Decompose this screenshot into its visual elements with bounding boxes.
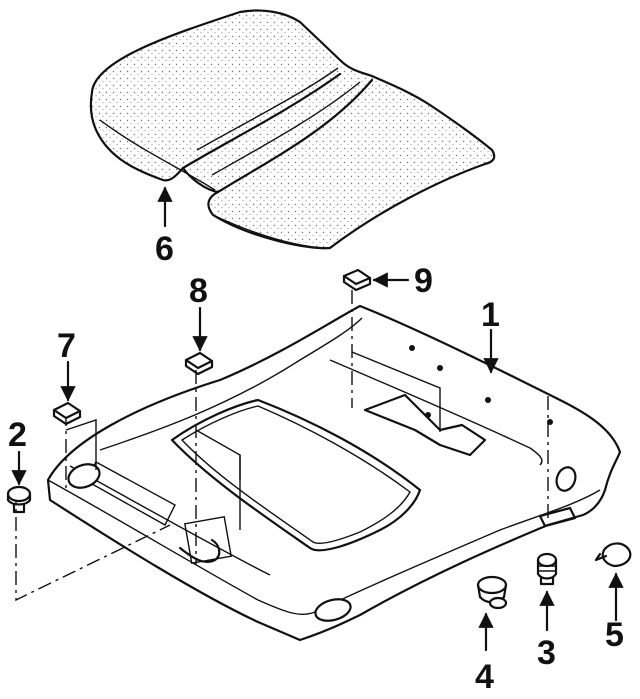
part-7-pad [52,360,82,426]
part-8-bumper [184,306,214,376]
callout-9: 9 [414,262,433,300]
hood-panel [46,304,622,642]
callout-4: 4 [475,658,494,696]
part-2-clip [6,450,32,514]
callout-3: 3 [537,634,556,672]
callout-6: 6 [155,230,174,268]
callout-5: 5 [605,616,624,654]
callout-2: 2 [8,416,27,454]
callout-7: 7 [57,327,76,365]
part-3-grommet [536,552,558,632]
callout-8: 8 [189,272,208,310]
callout-1: 1 [481,296,500,334]
part-9-bumper [342,268,410,292]
part-5-rivet [594,542,632,622]
hood-insulation-pad [89,9,496,250]
part-4-bumper [476,575,508,652]
